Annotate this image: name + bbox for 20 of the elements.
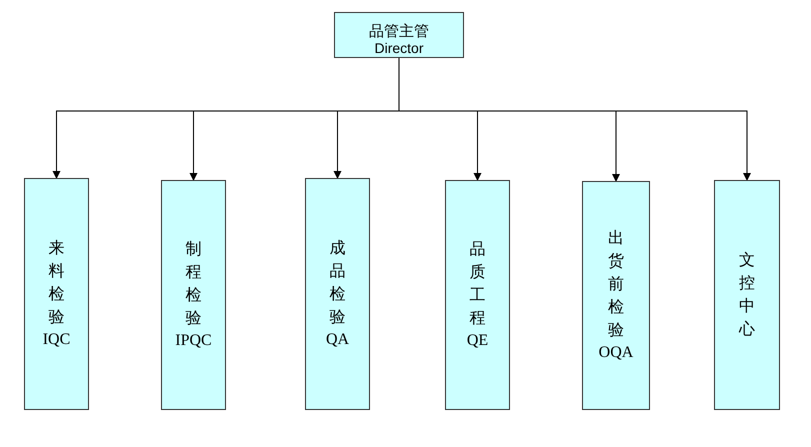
department-box (305, 178, 370, 410)
node-title: 品质工程 (470, 240, 486, 330)
node-abbreviation: IPQC (175, 331, 212, 352)
department-box (582, 181, 650, 410)
node-abbreviation: OQA (598, 343, 634, 364)
node-title: 品管主管 (369, 23, 429, 41)
director-box (334, 12, 464, 58)
node-title: 出货前检验 (608, 228, 624, 342)
node-subtitle: Director (374, 41, 424, 55)
department-box (714, 180, 780, 410)
node-abbreviation: QE (466, 331, 488, 352)
node-abbreviation: QA (326, 330, 350, 350)
node-abbreviation: IQC (42, 330, 70, 350)
node-title: 制程检验 (186, 240, 202, 330)
node-title: 文控中心 (739, 250, 755, 340)
node-title: 来料检验 (48, 238, 64, 328)
department-box (24, 178, 89, 410)
department-box (445, 180, 510, 410)
department-box (161, 180, 226, 410)
node-title: 成品检验 (330, 238, 346, 328)
